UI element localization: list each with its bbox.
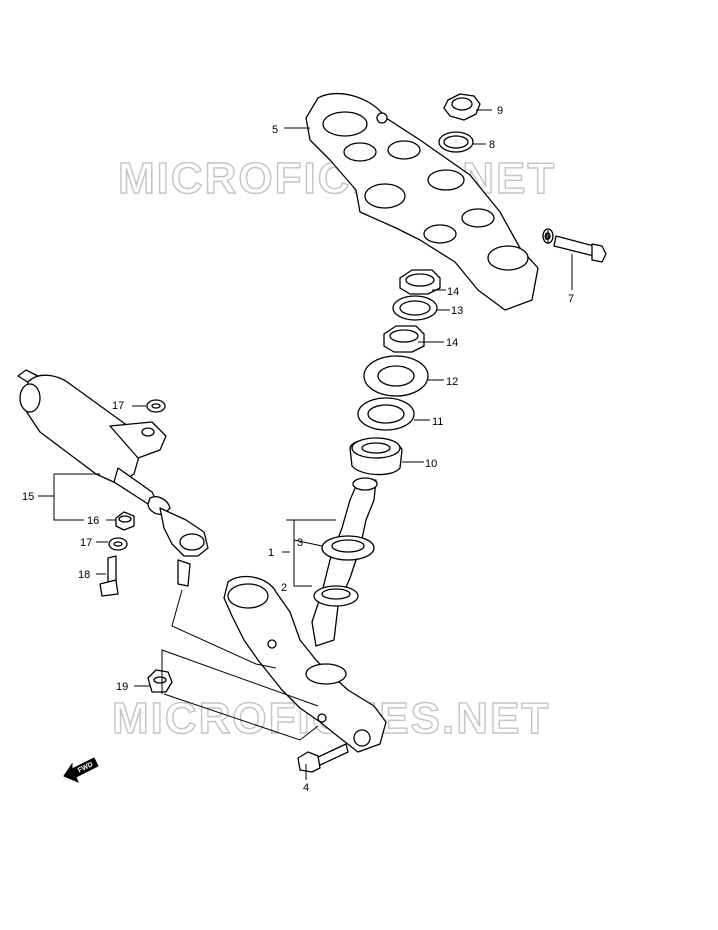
bolt-part-4[interactable]	[297, 743, 349, 773]
forward-direction-arrow: FWD	[63, 757, 99, 783]
callout-13: 13	[451, 305, 463, 317]
callout-14-upper: 14	[447, 286, 459, 298]
steering-damper-part-15[interactable]	[17, 369, 209, 587]
bearing-part-10[interactable]	[349, 437, 403, 476]
callout-8: 8	[489, 139, 495, 151]
dust-seal-part-12[interactable]	[363, 355, 429, 397]
callout-5: 5	[272, 124, 278, 136]
callout-7: 7	[568, 293, 574, 305]
lock-nut-part-14-lower[interactable]	[383, 325, 425, 353]
callout-labels: 5 9 8 6 7 14 13 14 12 11 10 3 1 2 4 17 1…	[22, 105, 574, 794]
callout-15: 15	[22, 491, 34, 503]
callout-2: 2	[281, 582, 287, 594]
callout-11: 11	[432, 416, 443, 428]
bearing-race-part-11[interactable]	[357, 397, 415, 431]
callout-3: 3	[297, 537, 303, 549]
callout-19: 19	[116, 681, 128, 693]
callout-17-upper: 17	[112, 400, 124, 412]
callout-9: 9	[497, 105, 503, 117]
upper-bracket-part[interactable]	[305, 92, 539, 311]
callout-6: 6	[544, 231, 550, 243]
callout-18: 18	[78, 569, 90, 581]
callout-10: 10	[425, 458, 437, 470]
callout-14-lower: 14	[446, 337, 458, 349]
washer-part-13[interactable]	[392, 295, 438, 321]
nut-part-9[interactable]	[443, 93, 481, 121]
leader-lines	[38, 109, 573, 780]
washer-part-17-upper[interactable]	[146, 399, 166, 413]
callout-4: 4	[303, 782, 309, 794]
lock-nut-part-14-upper[interactable]	[399, 269, 441, 295]
assembly-reference-lines	[161, 589, 319, 741]
nut-part-16[interactable]	[115, 511, 135, 531]
callout-17-lower: 17	[80, 537, 92, 549]
seal-part-2[interactable]	[313, 585, 359, 607]
callout-12: 12	[446, 376, 458, 388]
callout-16: 16	[87, 515, 99, 527]
bearing-part-3[interactable]	[321, 535, 375, 561]
bolt-part-18[interactable]	[99, 555, 119, 597]
washer-part-17-lower[interactable]	[108, 537, 128, 551]
washer-part-8[interactable]	[438, 131, 474, 153]
bolt-part-7[interactable]	[553, 235, 607, 263]
callout-1: 1	[268, 547, 274, 559]
nut-part-19[interactable]	[147, 669, 173, 693]
